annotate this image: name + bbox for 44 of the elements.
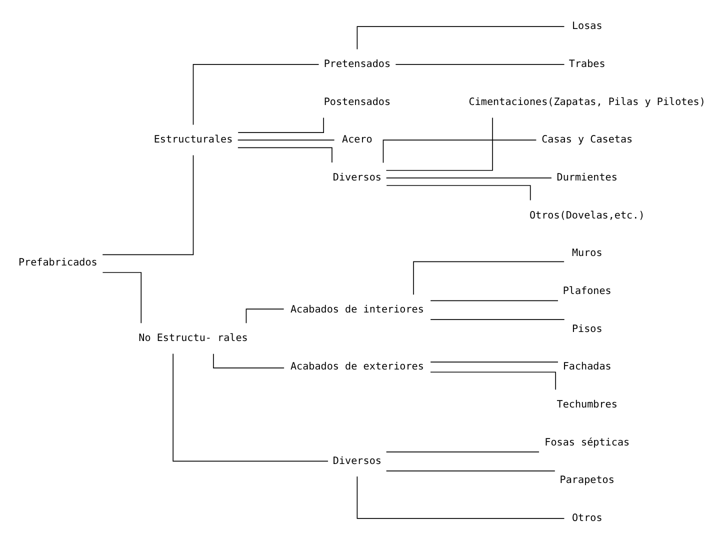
node-text: Muros xyxy=(572,248,602,260)
connector xyxy=(395,64,565,65)
node-text: Acero xyxy=(342,134,372,146)
node-text: Postensados xyxy=(324,96,391,108)
connector xyxy=(213,353,284,368)
connector xyxy=(413,261,564,296)
connector xyxy=(238,117,324,133)
node-text: Diversos xyxy=(332,172,382,184)
node-text: Estructurales xyxy=(154,134,233,146)
node-text: Techumbres xyxy=(556,400,618,411)
connector xyxy=(246,308,284,324)
node-text: Durmientes xyxy=(556,172,618,184)
connector xyxy=(102,272,142,324)
connector xyxy=(430,300,558,302)
node-text: Diversos xyxy=(332,456,382,467)
node-text: Acabados de exteriores xyxy=(290,362,424,373)
connector xyxy=(237,140,335,141)
node-text: Parapetos xyxy=(560,475,614,486)
node-text: Casas y Casetas xyxy=(542,134,633,146)
connector xyxy=(192,64,320,126)
node-text: Prefabricados xyxy=(18,257,98,268)
connector xyxy=(102,154,194,256)
node-text: Plafones xyxy=(562,286,612,298)
node-text: Losas xyxy=(572,21,602,32)
connector xyxy=(382,140,537,164)
node-text: Fachadas xyxy=(562,362,612,373)
node-text: Pretensados xyxy=(324,59,391,70)
connector xyxy=(356,476,565,519)
node-text: Trabes xyxy=(568,59,606,70)
connector xyxy=(172,353,328,462)
node-text: Acabados de interiores xyxy=(290,304,424,316)
node-text: Cimentaciones(Zapatas, Pilas y Pilotes) xyxy=(468,96,706,108)
connector xyxy=(430,319,565,320)
connector xyxy=(386,117,493,171)
node-text: Pisos xyxy=(572,324,602,335)
connector xyxy=(386,470,556,472)
node-text: Fosas sépticas xyxy=(544,437,630,448)
connector xyxy=(356,26,565,50)
connector xyxy=(430,372,556,390)
node-text: No Estructu- rales xyxy=(138,333,248,344)
node-text: Otros xyxy=(572,513,602,524)
connector xyxy=(386,185,531,201)
connector xyxy=(238,147,332,163)
node-text: Otros(Dovelas,etc.) xyxy=(529,210,645,222)
